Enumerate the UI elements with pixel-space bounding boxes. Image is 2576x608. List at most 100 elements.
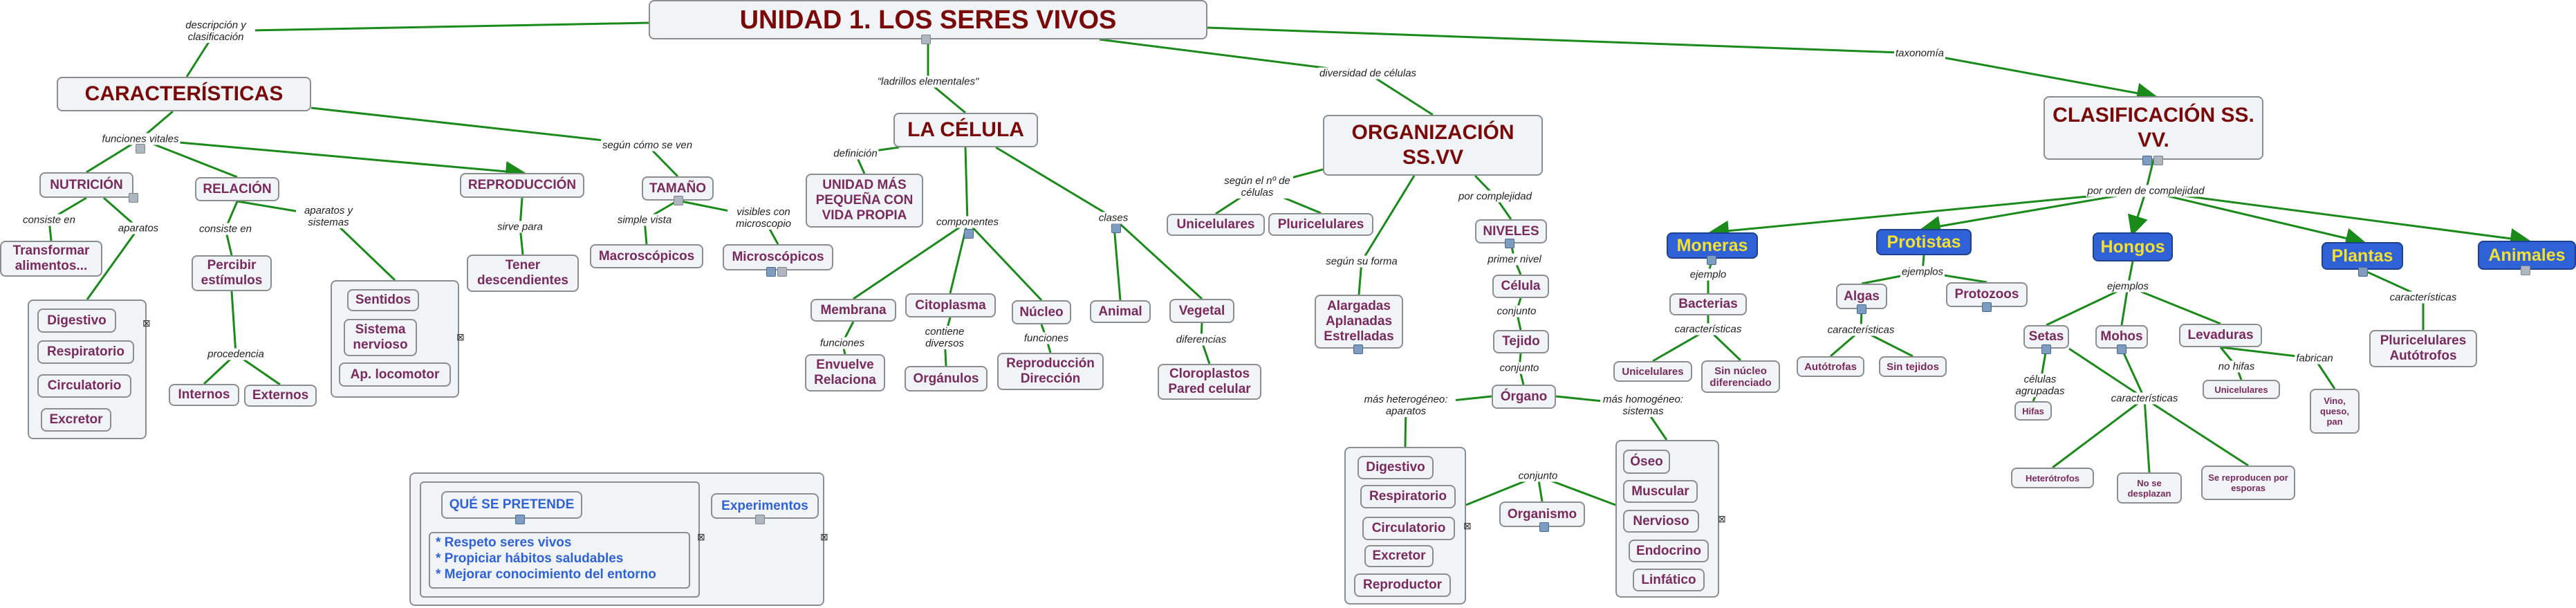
node-plantas[interactable]: Plantas xyxy=(2322,242,2403,270)
collapse-icon[interactable]: ⊠ xyxy=(697,531,705,542)
node-nucleo[interactable]: Núcleo xyxy=(1012,300,1071,324)
node-vino[interactable]: Vino, queso, pan xyxy=(2310,389,2360,434)
node-levaduras[interactable]: Levaduras xyxy=(2179,324,2262,347)
node-organizacion[interactable]: ORGANIZACIÓN SS.VV xyxy=(1323,115,1543,176)
node-clasificacion[interactable]: CLASIFICACIÓN SS. VV. xyxy=(2044,96,2263,160)
node-vegetal[interactable]: Vegetal xyxy=(1169,299,1234,323)
image-icon[interactable] xyxy=(515,515,525,524)
node-autotrofas[interactable]: Autótrofas xyxy=(1797,356,1864,377)
node-hifas[interactable]: Hifas xyxy=(2014,401,2052,421)
collapse-icon[interactable]: ⊠ xyxy=(1718,513,1726,524)
note-icon[interactable] xyxy=(674,196,683,205)
image-icon[interactable] xyxy=(766,267,776,277)
node-org-digestivo[interactable]: Digestivo xyxy=(1358,456,1434,479)
node-tener-descendientes[interactable]: Tener descendientes xyxy=(467,255,579,292)
node-nutricion[interactable]: NUTRICIÓN xyxy=(39,172,133,198)
node-reproduccion-direccion[interactable]: Reproducción Dirección xyxy=(997,353,1104,390)
image-icon[interactable] xyxy=(2358,267,2368,277)
image-icon[interactable] xyxy=(1353,344,1363,354)
node-relacion[interactable]: RELACIÓN xyxy=(195,177,279,201)
node-sentidos[interactable]: Sentidos xyxy=(347,289,419,311)
image-icon[interactable] xyxy=(1505,239,1514,248)
node-muscular[interactable]: Muscular xyxy=(1623,480,1698,503)
node-cloroplastos[interactable]: Cloroplastos Pared celular xyxy=(1158,364,1261,400)
node-pluricelulares-autotrofos[interactable]: Pluricelulares Autótrofos xyxy=(2369,330,2477,367)
note-icon[interactable] xyxy=(2153,156,2163,165)
node-macroscopicos[interactable]: Macroscópicos xyxy=(590,244,703,268)
link-label: características xyxy=(1826,324,1896,336)
node-pluricelulares[interactable]: Pluricelulares xyxy=(1268,213,1373,236)
node-organulos[interactable]: Orgánulos xyxy=(905,366,988,391)
node-no-desplazan[interactable]: No se desplazan xyxy=(2117,472,2182,504)
node-oseo[interactable]: Óseo xyxy=(1623,450,1670,474)
node-protistas[interactable]: Protistas xyxy=(1876,229,1972,255)
node-org-excretor[interactable]: Excretor xyxy=(1364,545,1434,567)
image-icon[interactable] xyxy=(2117,344,2126,354)
node-transformar[interactable]: Transformar alimentos... xyxy=(0,241,102,277)
node-microscopicos[interactable]: Microscópicos xyxy=(723,244,833,270)
note-icon[interactable] xyxy=(2521,266,2530,275)
node-hongos[interactable]: Hongos xyxy=(2093,232,2173,261)
node-esporas[interactable]: Se reproducen por esporas xyxy=(2201,466,2295,500)
node-circulatorio[interactable]: Circulatorio xyxy=(37,374,131,398)
link-label: ejemplos xyxy=(2105,280,2151,293)
node-sin-nucleo[interactable]: Sin núcleo diferenciado xyxy=(1701,360,1780,393)
link-label: por complejidad xyxy=(1457,190,1533,203)
node-nervioso[interactable]: Nervioso xyxy=(1623,510,1699,533)
node-respiratorio[interactable]: Respiratorio xyxy=(37,340,134,364)
node-membrana[interactable]: Membrana xyxy=(810,299,896,322)
image-icon[interactable] xyxy=(1539,522,1549,532)
node-envuelve[interactable]: Envuelve Relaciona xyxy=(805,354,885,391)
node-endocrino[interactable]: Endocrino xyxy=(1629,540,1709,562)
collapse-icon[interactable]: ⊠ xyxy=(820,531,828,542)
node-organo[interactable]: Órgano xyxy=(1492,385,1556,409)
image-icon[interactable] xyxy=(964,229,974,239)
connector-line xyxy=(140,138,238,178)
node-lev-unicelulares[interactable]: Unicelulares xyxy=(2203,380,2280,399)
collapse-icon[interactable]: ⊠ xyxy=(1463,520,1472,531)
connector-line xyxy=(2144,397,2249,467)
node-bacterias[interactable]: Bacterias xyxy=(1669,293,1747,315)
image-icon[interactable] xyxy=(1707,255,1716,265)
node-tejido[interactable]: Tejido xyxy=(1493,330,1549,353)
node-heterotrofos[interactable]: Heterótrofos xyxy=(2011,468,2094,488)
image-icon[interactable] xyxy=(1982,302,1992,312)
node-linfatico[interactable]: Linfático xyxy=(1633,569,1705,591)
collapse-icon[interactable]: ⊠ xyxy=(142,317,151,329)
node-alargadas[interactable]: Alargadas Aplanadas Estrelladas xyxy=(1315,295,1403,349)
note-icon[interactable] xyxy=(136,144,145,154)
node-mon-unicelulares[interactable]: Unicelulares xyxy=(1613,361,1692,382)
image-icon[interactable] xyxy=(2041,344,2051,354)
node-internos[interactable]: Internos xyxy=(169,384,239,406)
note-icon[interactable] xyxy=(921,35,931,44)
node-unidad[interactable]: UNIDAD 1. LOS SERES VIVOS xyxy=(649,0,1207,39)
note-icon[interactable] xyxy=(777,267,787,277)
node-animales[interactable]: Animales xyxy=(2478,241,2576,270)
node-externos[interactable]: Externos xyxy=(244,385,317,407)
node-digestivo[interactable]: Digestivo xyxy=(37,308,116,333)
image-icon[interactable] xyxy=(2142,156,2152,165)
note-icon[interactable] xyxy=(129,193,138,203)
node-la-celula[interactable]: LA CÉLULA xyxy=(893,113,1038,147)
node-reproduccion[interactable]: REPRODUCCIÓN xyxy=(460,173,584,198)
node-org-reproductor[interactable]: Reproductor xyxy=(1354,573,1451,597)
note-icon[interactable] xyxy=(755,515,765,524)
node-excretor[interactable]: Excretor xyxy=(41,408,111,432)
node-caracteristicas[interactable]: CARACTERÍSTICAS xyxy=(57,77,311,111)
node-animal[interactable]: Animal xyxy=(1090,300,1151,323)
image-icon[interactable] xyxy=(1857,304,1866,314)
node-unicelulares[interactable]: Unicelulares xyxy=(1167,214,1265,236)
node-org-respiratorio[interactable]: Respiratorio xyxy=(1360,485,1456,508)
node-que-se-pretende[interactable]: QUÉ SE PRETENDE xyxy=(441,491,582,519)
node-sin-tejidos[interactable]: Sin tejidos xyxy=(1879,356,1947,377)
node-celula[interactable]: Célula xyxy=(1492,275,1549,298)
node-experimentos[interactable]: Experimentos xyxy=(711,493,819,519)
node-sistema-nervioso[interactable]: Sistema nervioso xyxy=(344,319,417,356)
node-ap-locomotor[interactable]: Ap. locomotor xyxy=(339,362,451,387)
node-unidad-pequena[interactable]: UNIDAD MÁS PEQUEÑA CON VIDA PROPIA xyxy=(806,174,923,228)
node-percibir[interactable]: Percibir estímulos xyxy=(192,255,272,291)
node-org-circulatorio[interactable]: Circulatorio xyxy=(1362,517,1455,540)
collapse-icon[interactable]: ⊠ xyxy=(456,331,465,342)
image-icon[interactable] xyxy=(1111,223,1121,233)
node-citoplasma[interactable]: Citoplasma xyxy=(905,293,996,317)
